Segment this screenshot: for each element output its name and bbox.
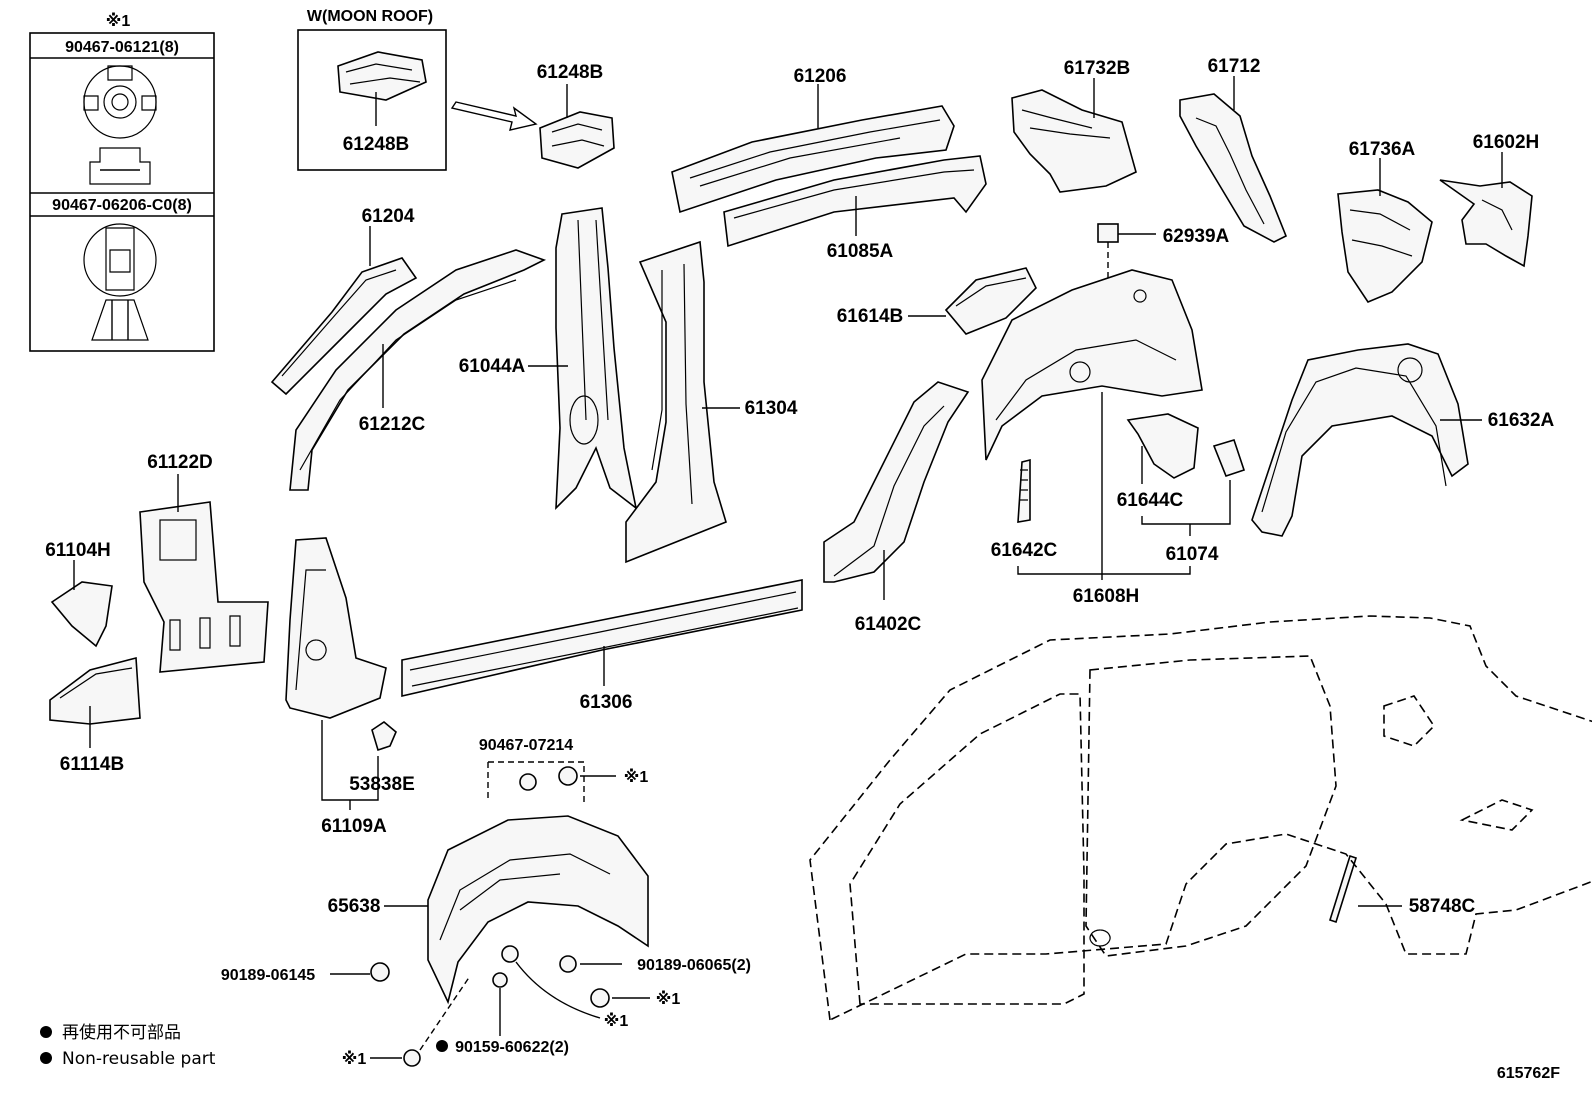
part-61212C: 61212C <box>289 249 547 491</box>
label-61614B: 61614B <box>837 306 904 327</box>
label-61608H: 61608H <box>1073 586 1140 607</box>
part-65638: 65638 90467-07214 ※1 90189-06145 90189-0… <box>221 737 751 1068</box>
part-61642C: 61642C <box>991 458 1191 575</box>
part-61614B: 61614B <box>837 267 1037 335</box>
part-61248B-top: 61248B <box>537 62 615 169</box>
part-61044A: 61044A <box>459 207 638 511</box>
part-61304: 61304 <box>625 240 798 564</box>
part-61085A: 61085A <box>723 155 987 262</box>
label-53838E: 53838E <box>349 774 415 795</box>
clip-note-mark: ※1 <box>106 12 131 30</box>
part-61114B: 61114B <box>49 656 141 775</box>
moon-roof-caption: W(MOON ROOF) <box>307 8 433 25</box>
label-61248B-top: 61248B <box>537 62 604 83</box>
label-65638: 65638 <box>328 896 381 917</box>
clip-top-drawing <box>83 65 157 185</box>
part-61632A: 61632A <box>1251 343 1555 537</box>
part-61602H: 61602H <box>1439 132 1540 268</box>
label-61402C: 61402C <box>855 614 922 635</box>
clip-bottom-drawing <box>83 223 157 341</box>
part-61402C: 61402C <box>823 381 970 635</box>
label-61642C: 61642C <box>991 540 1058 561</box>
label-61736A: 61736A <box>1349 139 1416 160</box>
part-61608H: 61608H <box>981 269 1203 607</box>
label-61732B: 61732B <box>1064 58 1131 79</box>
part-61712: 61712 <box>1179 56 1288 243</box>
label-61204: 61204 <box>362 206 415 227</box>
label-61122D: 61122D <box>147 452 213 473</box>
label-61212C: 61212C <box>359 414 426 435</box>
legend: 再使用不可部品 Non-reusable part <box>40 1022 216 1069</box>
moon-roof-arrow <box>450 101 538 131</box>
moon-roof-part-label: 61248B <box>343 134 410 155</box>
label-61306: 61306 <box>580 692 633 713</box>
part-58748C: 58748C <box>1329 854 1476 924</box>
label-90189-06065: 90189-06065(2) <box>637 957 751 974</box>
legend-jp-text: 再使用不可部品 <box>62 1022 181 1043</box>
legend-dot-icon-jp <box>40 1026 52 1038</box>
label-61632A: 61632A <box>1488 410 1555 431</box>
part-61644C: 61644C 61074 <box>1117 413 1246 565</box>
part-61736A: 61736A <box>1337 139 1433 303</box>
note-mark-a: ※1 <box>624 768 649 786</box>
note-mark-b: ※1 <box>656 990 681 1008</box>
part-61204: 61204 <box>270 206 418 396</box>
label-61712: 61712 <box>1208 56 1261 77</box>
label-61085A: 61085A <box>827 241 894 262</box>
part-61306: 61306 <box>401 579 803 713</box>
label-61109A: 61109A <box>321 816 387 837</box>
legend-dot-icon-en <box>40 1052 52 1064</box>
diagram-id: 615762F <box>1497 1065 1560 1082</box>
label-61644C: 61644C <box>1117 490 1184 511</box>
part-61732B: 61732B <box>1011 58 1137 193</box>
clip-part-top-label: 90467-06121(8) <box>65 39 179 56</box>
note-mark-c: ※1 <box>604 1012 629 1030</box>
moon-roof-box: W(MOON ROOF) 61248B <box>297 8 447 171</box>
label-58748C: 58748C <box>1409 896 1476 917</box>
label-61602H: 61602H <box>1473 132 1540 153</box>
non-reusable-dot-icon <box>436 1040 448 1052</box>
label-61114B: 61114B <box>60 754 124 775</box>
note-mark-d: ※1 <box>342 1050 367 1068</box>
part-61104H: 61104H <box>45 540 113 648</box>
label-90189-06145: 90189-06145 <box>221 967 315 984</box>
clip-detail-box: ※1 90467-06121(8) 90467-06206-C0(8) <box>29 12 215 352</box>
label-62939A: 62939A <box>1163 226 1230 247</box>
part-62939A: 62939A <box>1097 223 1230 282</box>
part-61122D: 61122D <box>139 452 269 673</box>
label-61304: 61304 <box>745 398 798 419</box>
label-61104H: 61104H <box>45 540 111 561</box>
label-61044A: 61044A <box>459 356 526 377</box>
label-61074: 61074 <box>1166 544 1219 565</box>
label-90159-60622: 90159-60622(2) <box>455 1039 569 1056</box>
part-61206: 61206 <box>671 66 955 214</box>
legend-en-text: Non-reusable part <box>62 1049 216 1069</box>
clip-part-bottom-label: 90467-06206-C0(8) <box>52 197 192 214</box>
part-61109A: 53838E 61109A <box>285 537 415 837</box>
body-side-assembly <box>809 615 1592 1022</box>
label-61206: 61206 <box>794 66 847 87</box>
label-90467-07214: 90467-07214 <box>479 737 573 754</box>
